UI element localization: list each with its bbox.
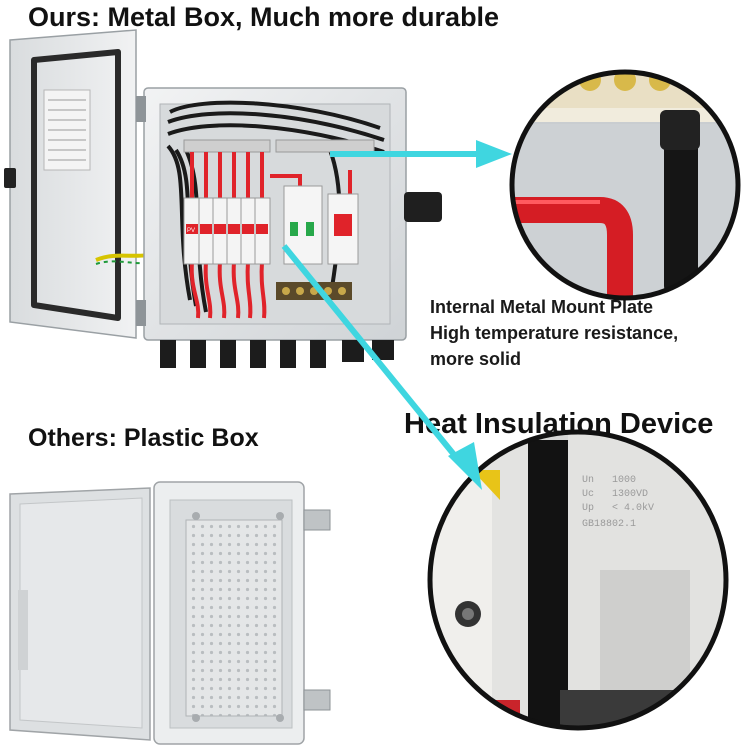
arrow-down-icon — [448, 442, 482, 490]
svg-text:Uc: Uc — [582, 489, 594, 500]
svg-text:Up: Up — [582, 503, 594, 514]
metal-box-door — [4, 29, 163, 339]
isolator-handle-icon — [404, 192, 442, 222]
svg-text:1000: 1000 — [612, 475, 636, 486]
metal-box: PV — [4, 29, 442, 368]
hinge-icon — [303, 509, 331, 531]
fuse-holders: PV — [183, 197, 271, 265]
plastic-box — [9, 481, 331, 745]
hinge-icon — [303, 689, 331, 711]
heading-metal-box: Ours: Metal Box, Much more durable — [28, 2, 500, 32]
cable-glands — [160, 340, 394, 368]
spd-rating-text: Un 1000 Uc 1300VD Up < 4.0kV GB18802.1 — [582, 475, 654, 530]
red-wires — [189, 152, 352, 319]
arrow-right-icon — [476, 140, 512, 168]
description-line: Internal Metal Mount Plate — [430, 297, 654, 317]
svg-text:GB18802.1: GB18802.1 — [582, 519, 636, 530]
zoom-circle-mount-plate — [509, 69, 741, 301]
description-line: more solid — [430, 349, 522, 369]
description-line: High temperature resistance, — [430, 323, 679, 343]
svg-text:Un: Un — [582, 475, 594, 486]
insulation-spacer — [528, 440, 568, 728]
svg-text:1300VD: 1300VD — [612, 489, 648, 500]
fuse-label: PV — [187, 228, 195, 234]
perforated-mount-plate — [185, 519, 283, 717]
door-latch-icon — [4, 168, 16, 188]
svg-text:< 4.0kV: < 4.0kV — [612, 502, 654, 514]
mount-plate-description: Internal Metal Mount Plate High temperat… — [430, 294, 678, 372]
heading-plastic-box: Others: Plastic Box — [28, 424, 259, 452]
callout-arrows — [281, 140, 512, 490]
